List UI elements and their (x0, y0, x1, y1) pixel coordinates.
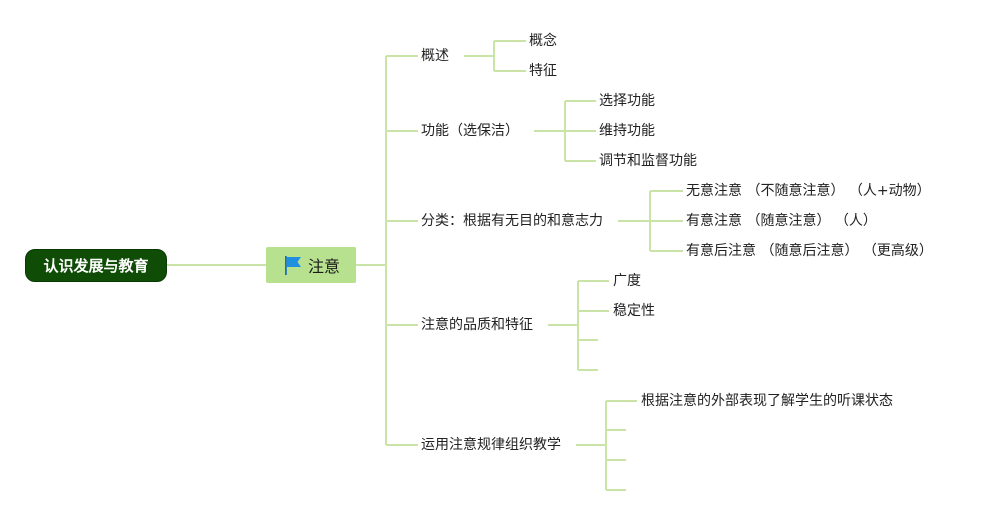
branch-classification[interactable]: 分类：根据有无目的和意志力 (421, 213, 603, 229)
branch-qualities[interactable]: 注意的品质和特征 (421, 317, 533, 333)
leaf-span[interactable]: 广度 (613, 273, 641, 289)
leaf-features[interactable]: 特征 (529, 63, 557, 79)
leaf-stability[interactable]: 稳定性 (613, 303, 655, 319)
leaf-maintenance[interactable]: 维持功能 (599, 123, 655, 139)
leaf-voluntary[interactable]: 有意注意 （随意注意） （人） (686, 213, 877, 229)
main-topic-node[interactable]: 注意 (266, 247, 356, 283)
root-node[interactable]: 认识发展与教育 (25, 249, 167, 282)
leaf-observe-students[interactable]: 根据注意的外部表现了解学生的听课状态 (641, 393, 893, 409)
branch-overview[interactable]: 概述 (421, 48, 449, 64)
main-topic-label: 注意 (307, 257, 340, 276)
branch-functions[interactable]: 功能（选保洁） (421, 123, 519, 139)
leaf-involuntary[interactable]: 无意注意 （不随意注意） （人+动物） (686, 183, 931, 199)
leaf-selection[interactable]: 选择功能 (599, 93, 655, 109)
root-node-label: 认识发展与教育 (43, 257, 149, 275)
leaf-post-voluntary[interactable]: 有意后注意 （随意后注意） （更高级） (686, 243, 933, 259)
branch-teaching[interactable]: 运用注意规律组织教学 (421, 437, 561, 453)
leaf-concept[interactable]: 概念 (529, 33, 557, 49)
flag-icon (284, 256, 301, 275)
leaf-regulation[interactable]: 调节和监督功能 (599, 153, 697, 169)
